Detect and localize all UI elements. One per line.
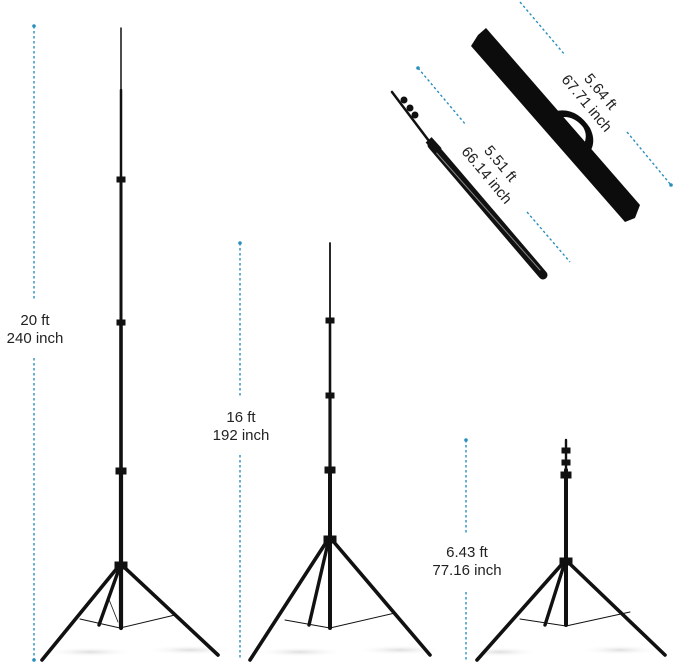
height-inch: 77.16 inch — [432, 562, 502, 579]
height-ft: 6.43 ft — [446, 544, 488, 561]
height-inch: 240 inch — [6, 330, 64, 347]
height-inch: 192 inch — [212, 427, 270, 444]
dimension-line-20ft — [32, 24, 36, 662]
height-label-20ft: 20 ft 240 inch — [0, 312, 70, 348]
height-ft: 20 ft — [20, 312, 50, 329]
dimension-line-bag — [519, 1, 673, 187]
carrying-bag — [471, 28, 640, 222]
folded-stand — [390, 90, 548, 280]
light-stand-16ft — [248, 242, 445, 662]
light-stand-6ft — [460, 438, 667, 662]
dimension-line-6ft — [464, 438, 468, 660]
height-label-16ft: 16 ft 192 inch — [196, 409, 286, 445]
dimension-line-16ft — [238, 241, 242, 660]
height-label-min: 6.43 ft 77.16 inch — [422, 544, 512, 580]
height-ft: 16 ft — [226, 409, 256, 426]
light-stand-20ft — [40, 27, 235, 662]
dimension-line-folded — [416, 66, 571, 263]
